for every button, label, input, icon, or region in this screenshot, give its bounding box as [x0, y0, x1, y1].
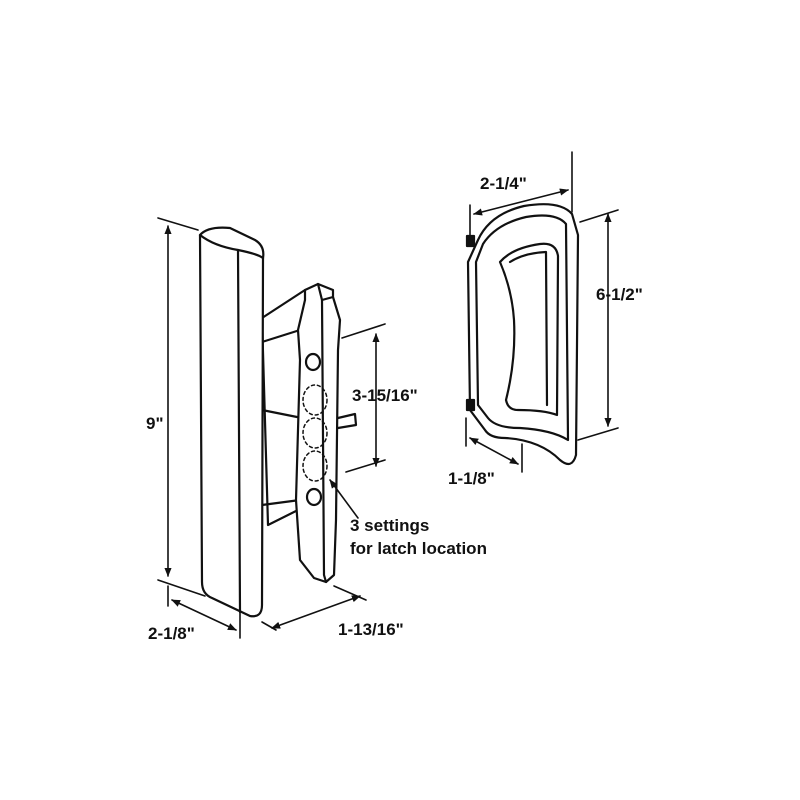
- grip-bar-inner-edge: [236, 248, 242, 614]
- pull-recess-inner: [508, 250, 549, 407]
- latch-setting-2: [302, 417, 328, 449]
- pull-recess: [498, 242, 560, 417]
- settings-leader-line: [329, 479, 359, 519]
- dimension-depth-2-1-8in: [167, 585, 241, 639]
- label-latch-3-15-16in: 3-15/16": [352, 386, 418, 405]
- label-depth-2-1-8in: 2-1/8": [148, 624, 195, 643]
- latch-tab: [336, 412, 358, 430]
- screw-hole-bottom: [305, 487, 323, 507]
- label-height-6-1-2in: 6-1/2": [596, 285, 643, 304]
- latch-setting-3: [302, 450, 328, 482]
- dimension-height-9in: [157, 217, 206, 597]
- handle-arm-top: [260, 328, 302, 344]
- pull-post-bottom: [465, 398, 476, 412]
- escutcheon-edge: [316, 282, 328, 584]
- label-settings-line1: 3 settings: [350, 516, 430, 535]
- label-settings-line2: for latch location: [350, 539, 487, 558]
- dimension-width-2-1-4in: [469, 151, 573, 241]
- inside-pull: [465, 203, 580, 466]
- latch-setting-1: [302, 384, 328, 416]
- handle-arm-bottom: [260, 498, 302, 507]
- escutcheon-ridge: [320, 295, 335, 302]
- label-height-9in: 9": [146, 414, 164, 433]
- label-width-2-1-4in: 2-1/4": [480, 174, 527, 193]
- dimension-latch-3-15-16in: [341, 323, 386, 473]
- dimension-base-1-13-16in: [261, 585, 367, 631]
- pull-outer-rim: [474, 214, 570, 442]
- grip-bar: [198, 226, 265, 618]
- label-depth-1-1-8in: 1-1/8": [448, 469, 495, 488]
- dimension-depth-1-1-8in: [465, 417, 523, 473]
- screw-hole-top: [304, 352, 322, 372]
- label-base-1-13-16in: 1-13/16": [338, 620, 404, 639]
- dimension-height-6-1-2in: [577, 209, 619, 441]
- outside-handle: [198, 226, 358, 618]
